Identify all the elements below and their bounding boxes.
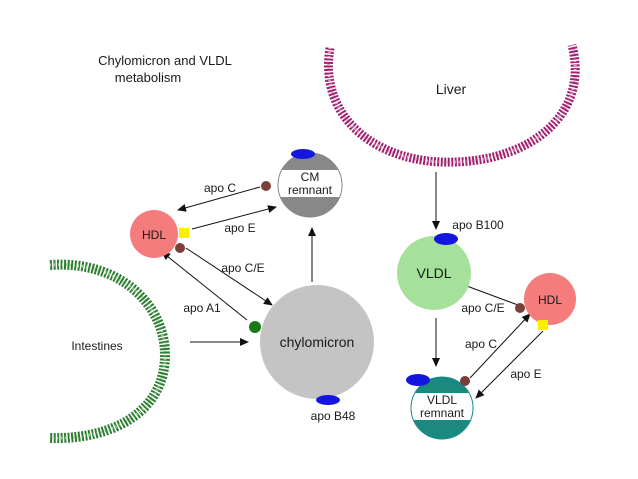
arrow-hdl-to-chylomicron [185, 247, 273, 306]
arrow-apo-e-to-cm-remnant [191, 205, 277, 230]
hdl-right-particle [524, 273, 576, 325]
cm-remnant-apo-b-marker [291, 149, 315, 159]
diagram-title-line2: metabolism [115, 70, 181, 85]
chylomicron-particle [260, 285, 374, 399]
liver-arc [324, 43, 580, 167]
apo-e-left-label: apo E [224, 221, 255, 235]
apo-ce-left-label: apo C/E [221, 261, 264, 275]
cm-apo-c-marker [261, 181, 271, 191]
arrow-apo-c-to-hdl [177, 186, 261, 212]
apo-a1-label: apo A1 [183, 301, 221, 315]
apo-c-right-label: apo C [465, 337, 497, 351]
arrow-apo-a1-to-hdl [161, 251, 248, 321]
diagram-title-line1: Chylomicron and VLDL [98, 53, 232, 68]
vldl-label: VLDL [416, 265, 451, 281]
vldl-apo-b100-marker [434, 233, 458, 245]
hdl-right-apo-e-marker [538, 320, 548, 330]
apo-c-left-label: apo C [204, 181, 236, 195]
chylomicron-label: chylomicron [280, 334, 355, 350]
arrow-apo-e-to-vldl-remnant [475, 330, 544, 399]
apo-b48-marker [316, 395, 340, 405]
hdl-left-label: HDL [142, 228, 166, 242]
intestines-arc [49, 259, 171, 444]
arrow-apo-c-to-hdl-right [469, 313, 531, 379]
vldl-remnant-label-line1: VLDL [427, 393, 457, 407]
cm-remnant-particle [277, 152, 343, 218]
cm-remnant-label-line2: remnant [288, 183, 333, 197]
liver-label: Liver [436, 81, 467, 97]
vldl-remnant-apo-b-marker [406, 374, 430, 386]
apo-b48-label: apo B48 [311, 409, 356, 423]
apo-a1-marker [249, 321, 261, 333]
hdl-right-label: HDL [538, 293, 562, 307]
hdl-left-particle [130, 210, 178, 258]
intestines-label: Intestines [71, 339, 122, 353]
hdl-right-apo-c-marker [515, 303, 525, 313]
hdl-left-apo-c-marker [175, 243, 185, 253]
hdl-left-apo-e-marker [179, 228, 189, 238]
apo-e-right-label: apo E [510, 367, 541, 381]
apo-ce-right-label: apo C/E [461, 301, 504, 315]
vldl-particle [397, 236, 471, 310]
vldl-remnant-apo-c-marker [460, 376, 470, 386]
cm-remnant-label-line1: CM [301, 170, 320, 184]
apo-b100-label: apo B100 [452, 218, 504, 232]
vldl-remnant-particle [410, 376, 474, 440]
vldl-remnant-label-line2: remnant [420, 406, 465, 420]
